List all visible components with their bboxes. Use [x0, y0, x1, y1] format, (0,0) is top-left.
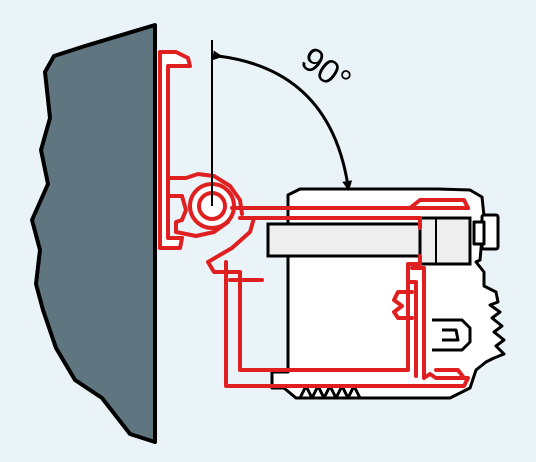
glass-insert — [266, 216, 472, 266]
rotation-arrow — [212, 50, 353, 191]
wall-section — [30, 23, 157, 444]
hinged-wall-profile — [158, 50, 470, 388]
